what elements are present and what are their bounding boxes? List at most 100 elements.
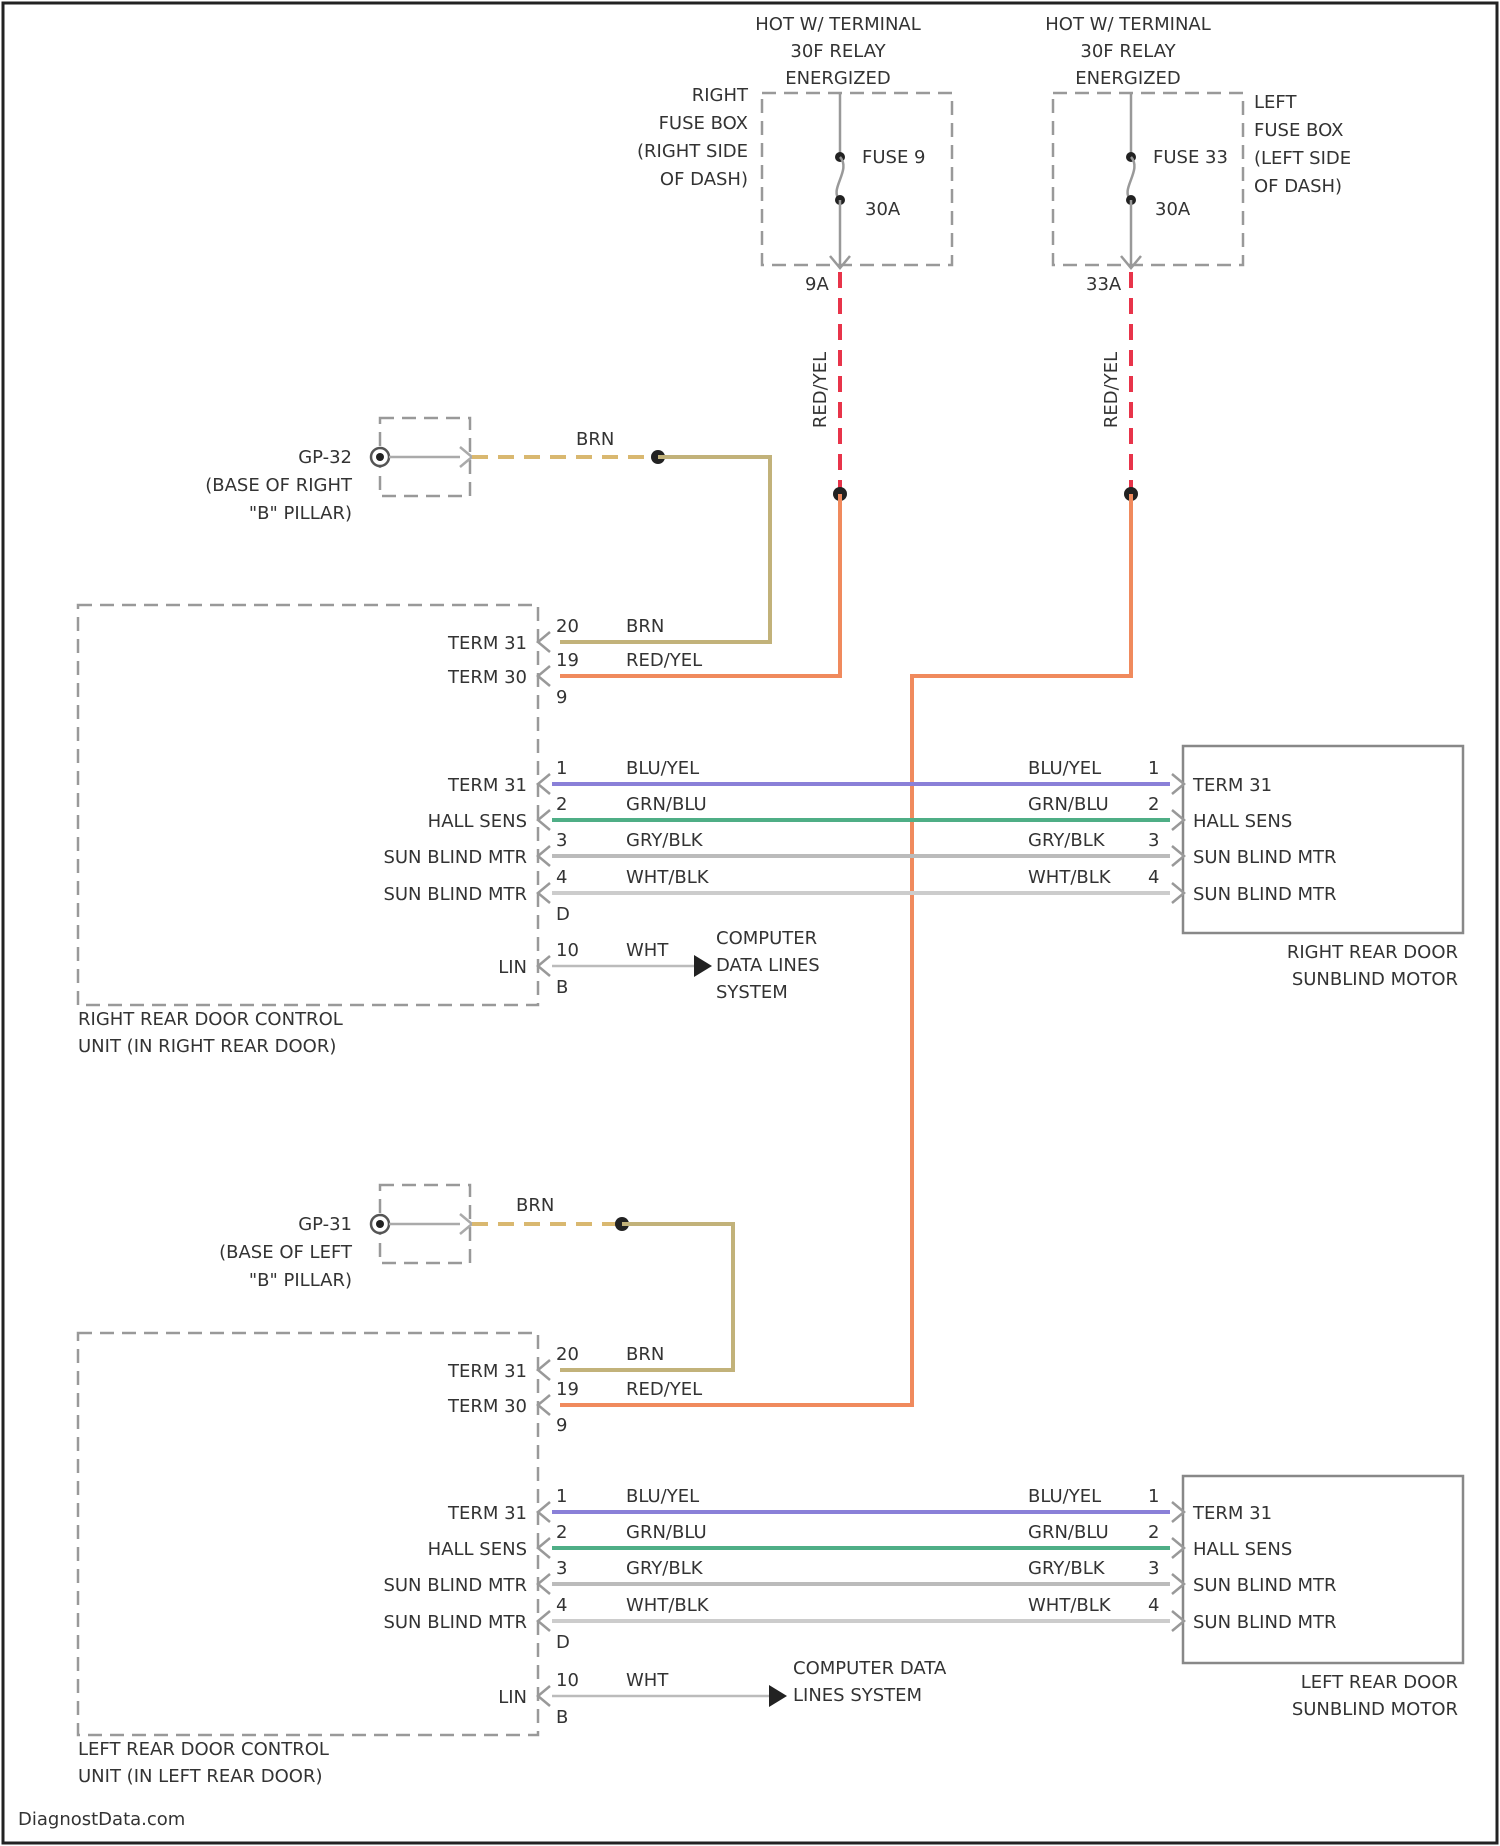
left-unit-power-pin-mark bbox=[538, 1395, 550, 1415]
left-motor-pin-number: 3 bbox=[1148, 1558, 1159, 1579]
right-unit-signal-pin-number: 4 bbox=[556, 867, 567, 888]
right-unit-signal-wire-label: GRY/BLK bbox=[626, 830, 704, 851]
left-unit-power-extra-pin: 9 bbox=[556, 1415, 567, 1436]
right-unit-signal-pin-mark bbox=[538, 774, 550, 794]
right-fuse-box-line-4: OF DASH) bbox=[660, 169, 748, 190]
gp-31-id: GP-31 bbox=[298, 1214, 352, 1235]
right-fuse-box-line-2: FUSE BOX bbox=[659, 113, 748, 134]
right-unit-name-line-1: RIGHT REAR DOOR CONTROL bbox=[78, 1009, 343, 1030]
header-right-line-3: ENERGIZED bbox=[785, 68, 891, 89]
left-motor-wire-label: GRN/BLU bbox=[1028, 1522, 1109, 1543]
right-unit-ground-wire bbox=[560, 457, 770, 642]
right-unit-power-wire-label: BRN bbox=[626, 616, 664, 637]
right-unit-lin-extra-pin: B bbox=[556, 977, 568, 998]
header-right-line-2: 30F RELAY bbox=[790, 41, 886, 62]
right-fuse-box-label: RIGHT FUSE BOX (RIGHT SIDE OF DASH) bbox=[637, 85, 749, 190]
left-unit-signal-wire-label: GRY/BLK bbox=[626, 1558, 704, 1579]
right-motor-pin-label: SUN BLIND MTR bbox=[1193, 884, 1337, 905]
left-unit-signal-pin-label: SUN BLIND MTR bbox=[383, 1575, 527, 1596]
fuse-33-amp: 30A bbox=[1155, 199, 1191, 220]
left-unit-signal-pin-mark bbox=[538, 1538, 550, 1558]
right-riser-wire-label: RED/YEL bbox=[810, 352, 831, 428]
left-motor-pin-label: SUN BLIND MTR bbox=[1193, 1612, 1337, 1633]
left-unit-lin-label: LIN bbox=[498, 1687, 527, 1708]
left-unit-power-pin-number: 20 bbox=[556, 1344, 579, 1365]
control-units: TERM 3120BRNTERM 3019RED/YEL9TERM 311BLU… bbox=[78, 605, 1463, 1787]
right-unit-power-wire-label: RED/YEL bbox=[626, 650, 702, 671]
left-unit-signal-pin-label: HALL SENS bbox=[428, 1539, 527, 1560]
right-unit-signal-pin-label: SUN BLIND MTR bbox=[383, 884, 527, 905]
gp-32-loc-2: "B" PILLAR) bbox=[249, 503, 352, 524]
left-unit-signal-pin-number: 1 bbox=[556, 1486, 567, 1507]
right-unit-power-pin-mark bbox=[538, 666, 550, 686]
left-unit-signal-pin-label: SUN BLIND MTR bbox=[383, 1612, 527, 1633]
left-motor-wire-label: BLU/YEL bbox=[1028, 1486, 1101, 1507]
right-unit-signal-pin-number: 1 bbox=[556, 758, 567, 779]
right-motor-wire-label: BLU/YEL bbox=[1028, 758, 1101, 779]
gp-31-loc-1: (BASE OF LEFT bbox=[219, 1242, 353, 1263]
right-motor-wire-label: GRN/BLU bbox=[1028, 794, 1109, 815]
gp-32-id: GP-32 bbox=[298, 447, 352, 468]
right-motor-wire-label: WHT/BLK bbox=[1028, 867, 1112, 888]
fuse-9-amp: 30A bbox=[865, 199, 901, 220]
left-control-unit-box bbox=[78, 1333, 538, 1735]
left-unit-signal-pin-mark bbox=[538, 1574, 550, 1594]
right-unit-signal-wire-label: WHT/BLK bbox=[626, 867, 710, 888]
left-unit-lin-pin-number: 10 bbox=[556, 1670, 579, 1691]
right-control-unit-box bbox=[78, 605, 538, 1005]
left-lin-target-line-2: LINES SYSTEM bbox=[793, 1685, 922, 1706]
right-unit-signal-pin-mark bbox=[538, 846, 550, 866]
left-unit-power-pin-label: TERM 31 bbox=[447, 1361, 527, 1382]
gp-32-ground-dot bbox=[376, 453, 384, 461]
left-motor-name-line-2: SUNBLIND MOTOR bbox=[1292, 1699, 1458, 1720]
right-unit-power-pin-number: 20 bbox=[556, 616, 579, 637]
left-unit-signal-pin-mark bbox=[538, 1502, 550, 1522]
left-unit-lin-pin-mark bbox=[538, 1686, 550, 1706]
right-unit-power-pin-mark bbox=[538, 632, 550, 652]
left-unit-power-pin-mark bbox=[538, 1360, 550, 1380]
left-fuse-box-label: LEFT FUSE BOX (LEFT SIDE OF DASH) bbox=[1254, 92, 1351, 197]
fuse-9-label: FUSE 9 bbox=[862, 147, 926, 168]
left-unit-power-pin-number: 19 bbox=[556, 1379, 579, 1400]
gp-31-loc-2: "B" PILLAR) bbox=[249, 1270, 352, 1291]
header-left-line-3: ENERGIZED bbox=[1075, 68, 1181, 89]
header-left-line-1: HOT W/ TERMINAL bbox=[1045, 14, 1211, 35]
left-unit-signal-wire-label: BLU/YEL bbox=[626, 1486, 699, 1507]
right-motor-name-line-1: RIGHT REAR DOOR bbox=[1287, 942, 1458, 963]
right-fuse-box-line-3: (RIGHT SIDE bbox=[637, 141, 748, 162]
fuse-33-label: FUSE 33 bbox=[1153, 147, 1228, 168]
right-unit-lin-wire-label: WHT bbox=[626, 940, 669, 961]
left-unit-signal-extra-pin: D bbox=[556, 1632, 570, 1653]
right-motor-name-line-2: SUNBLIND MOTOR bbox=[1292, 969, 1458, 990]
left-motor-pin-number: 4 bbox=[1148, 1595, 1159, 1616]
left-unit-name-line-1: LEFT REAR DOOR CONTROL bbox=[78, 1739, 329, 1760]
gp-31-label: GP-31 (BASE OF LEFT "B" PILLAR) bbox=[219, 1214, 353, 1291]
left-fuse-box-line-2: FUSE BOX bbox=[1254, 120, 1343, 141]
right-unit-signal-pin-label: SUN BLIND MTR bbox=[383, 847, 527, 868]
gp-31-wire-label: BRN bbox=[516, 1195, 554, 1216]
right-unit-signal-extra-pin: D bbox=[556, 904, 570, 925]
header-left-line-2: 30F RELAY bbox=[1080, 41, 1176, 62]
left-motor-pin-label: TERM 31 bbox=[1192, 1503, 1272, 1524]
left-unit-name-line-2: UNIT (IN LEFT REAR DOOR) bbox=[78, 1766, 323, 1787]
left-motor-pin-number: 1 bbox=[1148, 1486, 1159, 1507]
left-motor-wire-label: WHT/BLK bbox=[1028, 1595, 1112, 1616]
gp-32-wire-label: BRN bbox=[576, 429, 614, 450]
right-unit-lin-pin-number: 10 bbox=[556, 940, 579, 961]
left-unit-signal-pin-mark bbox=[538, 1611, 550, 1631]
gp-32-label: GP-32 (BASE OF RIGHT "B" PILLAR) bbox=[205, 447, 353, 524]
left-fuse-box-line-3: (LEFT SIDE bbox=[1254, 148, 1351, 169]
right-motor-wire-label: GRY/BLK bbox=[1028, 830, 1106, 851]
right-unit-power-pin-number: 19 bbox=[556, 650, 579, 671]
left-unit-signal-pin-label: TERM 31 bbox=[447, 1503, 527, 1524]
right-unit-signal-pin-label: HALL SENS bbox=[428, 811, 527, 832]
left-unit-lin-extra-pin: B bbox=[556, 1707, 568, 1728]
left-unit-power-pin-label: TERM 30 bbox=[447, 1396, 527, 1417]
right-unit-power-pin-label: TERM 31 bbox=[447, 633, 527, 654]
left-unit-signal-wire-label: GRN/BLU bbox=[626, 1522, 707, 1543]
left-lin-target-line-1: COMPUTER DATA bbox=[793, 1658, 947, 1679]
power-header-left: HOT W/ TERMINAL 30F RELAY ENERGIZED bbox=[1045, 14, 1211, 89]
right-motor-pin-number: 2 bbox=[1148, 794, 1159, 815]
